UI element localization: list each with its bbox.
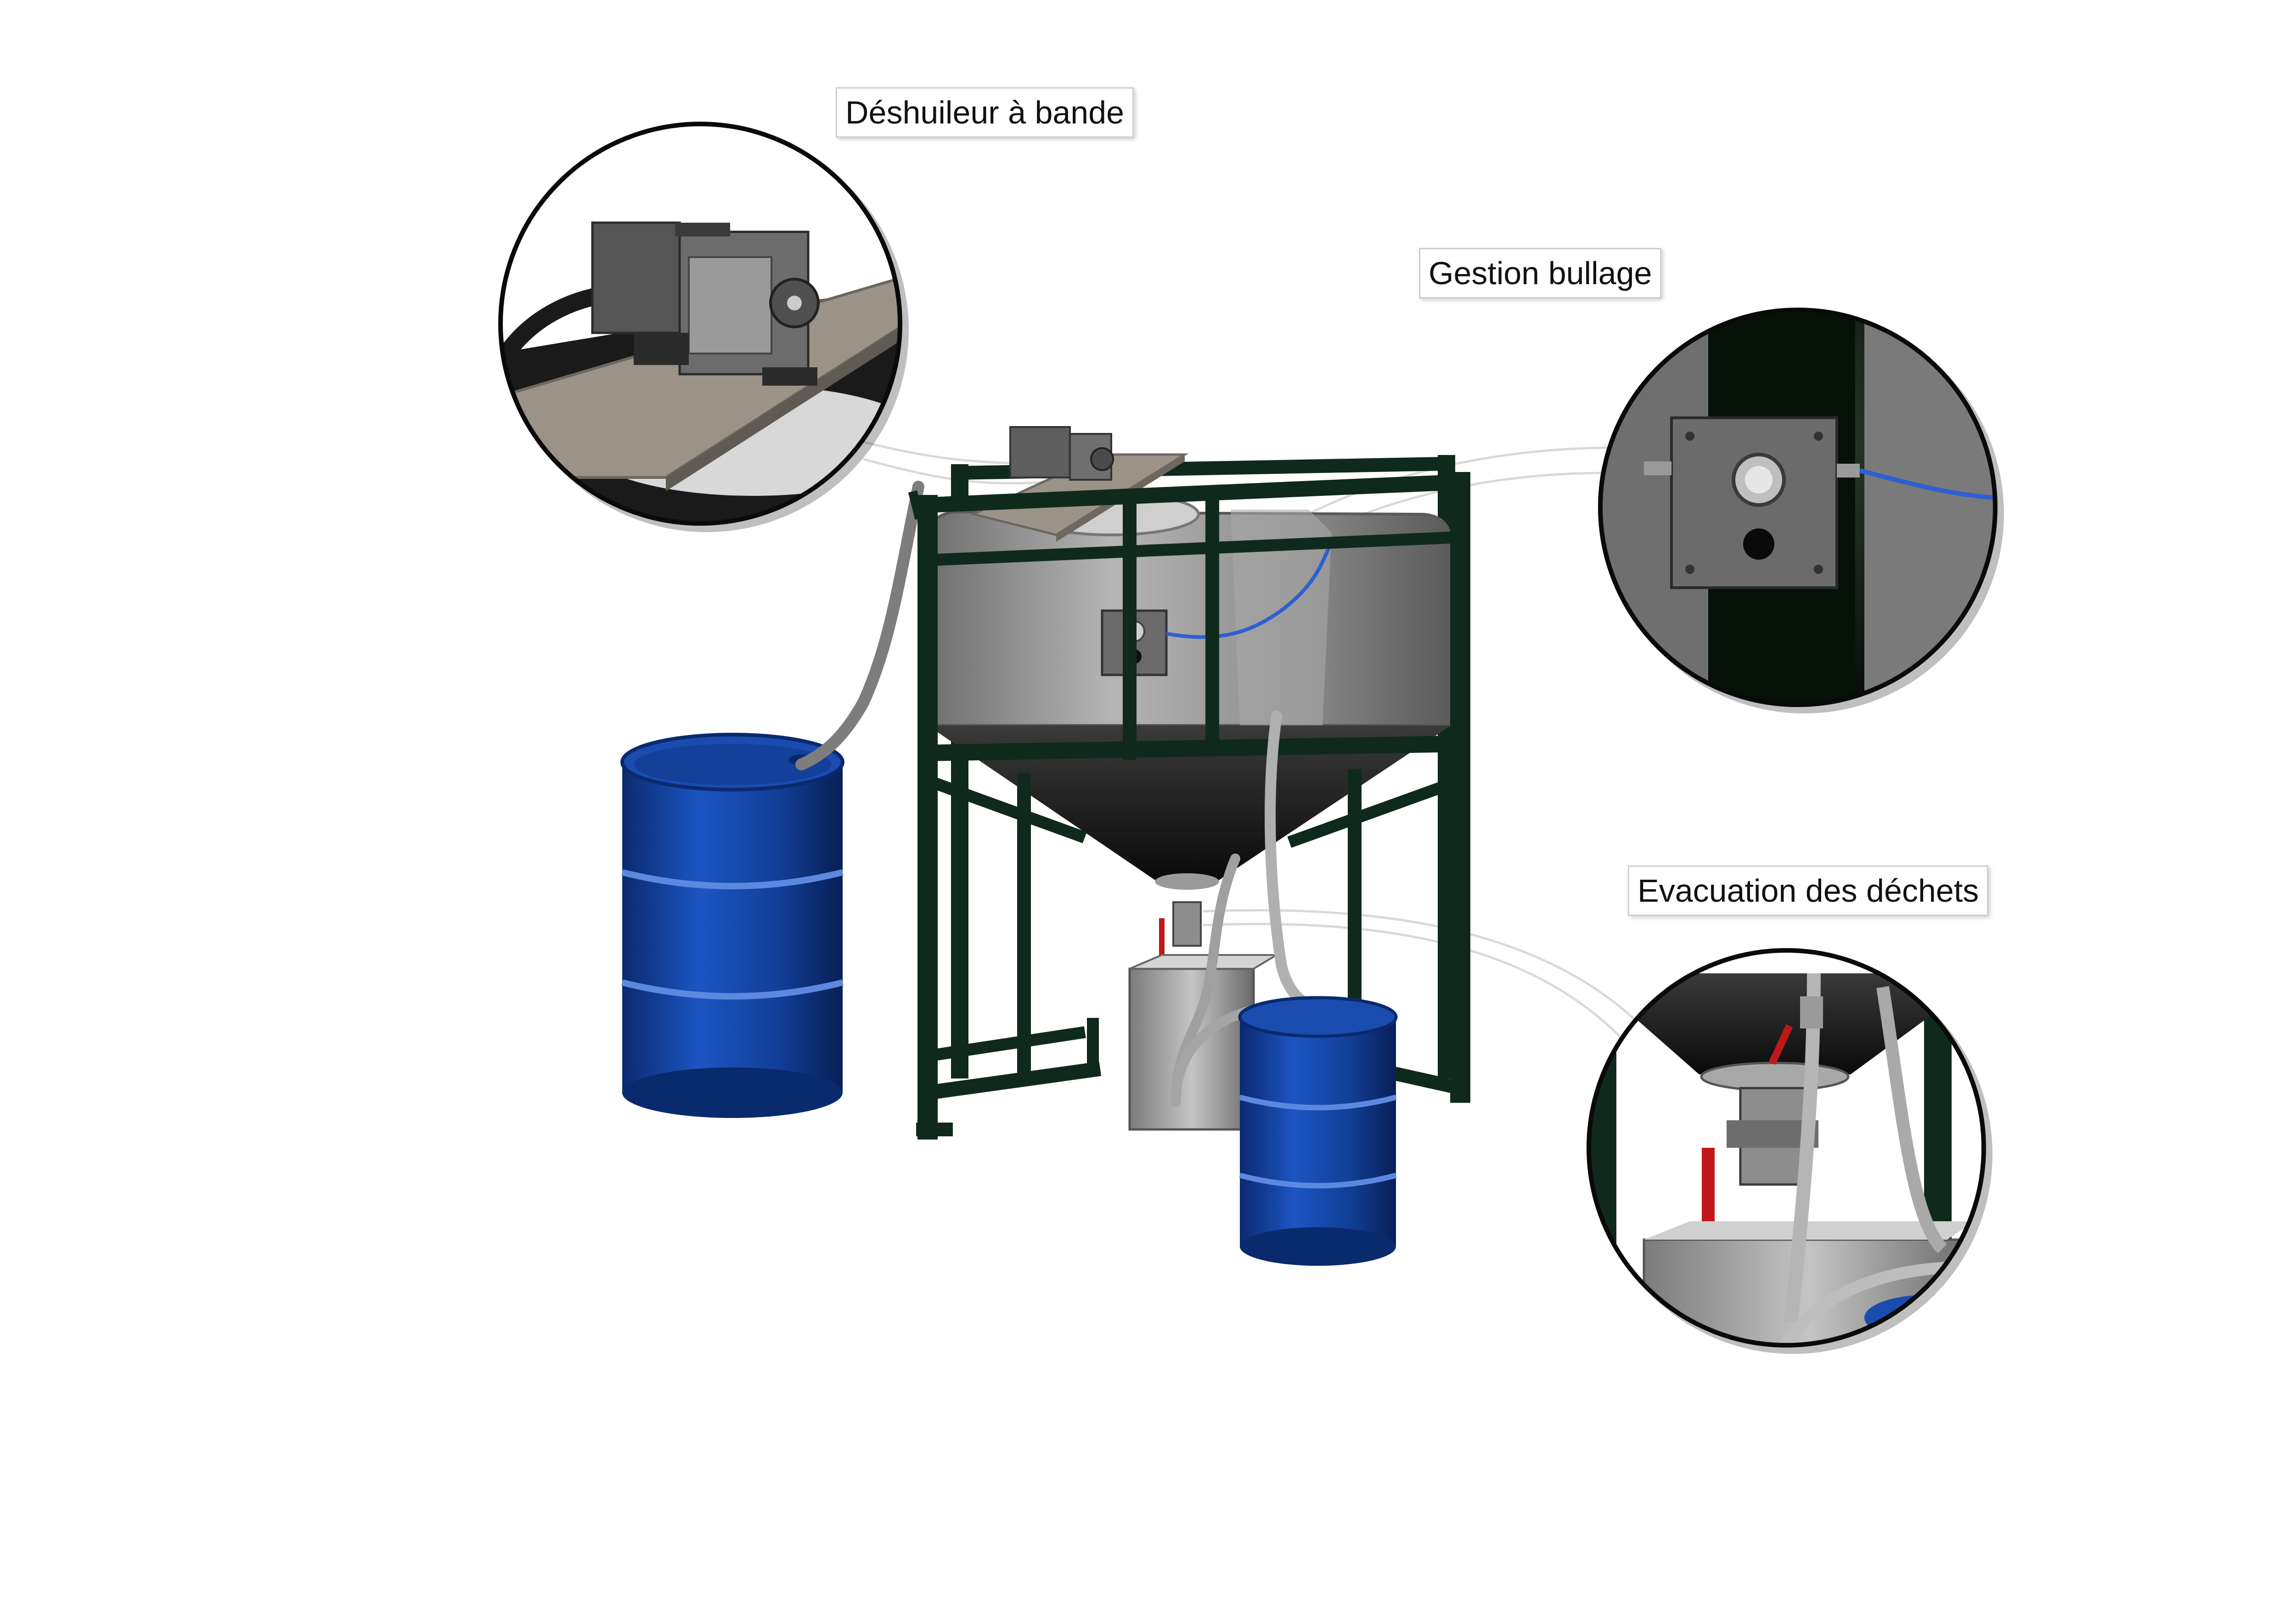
left-drum: [620, 733, 844, 1118]
callout-label-waste: Evacuation des déchets: [1628, 865, 1989, 916]
hopper-cone: [928, 725, 1451, 882]
callout-label-skimmer: Déshuileur à bande: [836, 87, 1134, 138]
detail-circle-skimmer: [498, 122, 909, 532]
right-drum: [1238, 996, 1398, 1266]
detail-circle-bubbling: [1598, 308, 2004, 713]
skimmer-discharge-hose: [795, 481, 924, 770]
main-assembly: [620, 426, 1470, 1266]
detail-circle-waste: [1587, 948, 1992, 1354]
frame-front: [908, 472, 1470, 1140]
callout-label-bubbling: Gestion bullage: [1419, 248, 1662, 298]
